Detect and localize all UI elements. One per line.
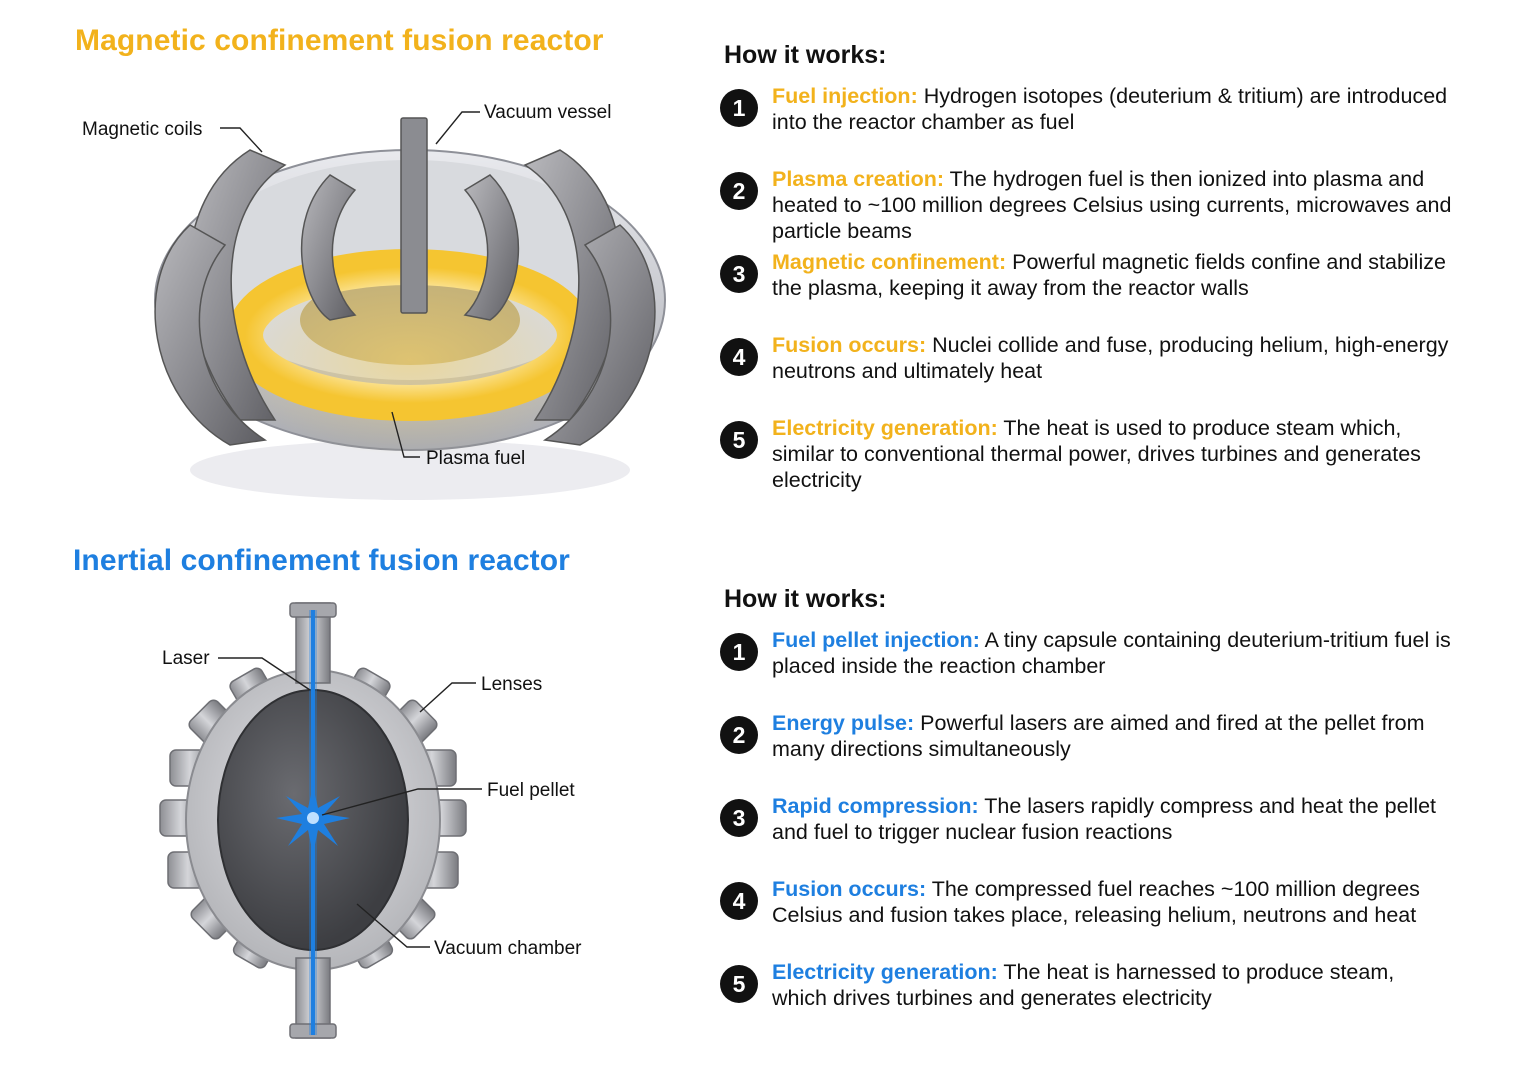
magnetic-coil-left-front bbox=[154, 224, 268, 446]
leader-plasma-fuel bbox=[391, 411, 420, 458]
magnetic-coil-right-back bbox=[523, 149, 623, 421]
inertial-confinement-title: Inertial confinement fusion reactor bbox=[73, 544, 570, 577]
tokamak-shadow bbox=[190, 440, 630, 500]
step-number-badge: 5 bbox=[720, 421, 758, 459]
step-number-badge: 2 bbox=[720, 716, 758, 754]
magnetic-coil-left-back bbox=[187, 149, 287, 421]
step-body: Nuclei collide and fuse, producing heliu… bbox=[772, 333, 1449, 383]
leader-lenses bbox=[419, 682, 476, 713]
step-item: 5 Electricity generation: The heat is ha… bbox=[720, 959, 1460, 1039]
step-item: 2 Energy pulse: Powerful lasers are aime… bbox=[720, 710, 1460, 790]
leader-vacuum-vessel bbox=[435, 111, 480, 145]
step-number-badge: 4 bbox=[720, 882, 758, 920]
leader-vacuum-chamber bbox=[356, 903, 430, 948]
step-label: Electricity generation: bbox=[772, 960, 998, 984]
step-label: Fuel pellet injection: bbox=[772, 628, 980, 652]
label-magnetic-coils: Magnetic coils bbox=[82, 119, 202, 140]
magnetic-coil-inner-left bbox=[300, 174, 357, 321]
label-plasma-fuel: Plasma fuel bbox=[426, 448, 525, 469]
step-description: Fusion occurs: The compressed fuel reach… bbox=[772, 876, 1452, 928]
magnetic-confinement-title: Magnetic confinement fusion reactor bbox=[75, 24, 604, 57]
step-label: Fusion occurs: bbox=[772, 333, 927, 357]
label-fuel-pellet: Fuel pellet bbox=[487, 780, 575, 801]
inertial-chamber-illustration bbox=[159, 602, 467, 1039]
step-label: Fusion occurs: bbox=[772, 877, 927, 901]
step-description: Plasma creation: The hydrogen fuel is th… bbox=[772, 166, 1452, 244]
step-description: Energy pulse: Powerful lasers are aimed … bbox=[772, 710, 1452, 762]
step-number-badge: 1 bbox=[720, 633, 758, 671]
step-label: Energy pulse: bbox=[772, 711, 915, 735]
step-item: 1 Fuel injection: Hydrogen isotopes (deu… bbox=[720, 83, 1460, 163]
magnetic-coil-inner-right bbox=[463, 174, 520, 321]
magnetic-coil-right-front bbox=[542, 224, 656, 446]
leader-laser bbox=[218, 657, 311, 691]
label-vacuum-vessel: Vacuum vessel bbox=[484, 102, 611, 123]
step-body: Powerful lasers are aimed and fired at t… bbox=[772, 711, 1425, 761]
step-number-badge: 1 bbox=[720, 89, 758, 127]
step-body: The heat is harnessed to produce steam, … bbox=[772, 960, 1395, 1010]
reactor-diagrams: Magnetic coils Vacuum vessel Plasma fuel bbox=[82, 102, 666, 1039]
step-item: 1 Fuel pellet injection: A tiny capsule … bbox=[720, 627, 1460, 707]
leader-fuel-pellet bbox=[321, 788, 482, 816]
label-vacuum-chamber: Vacuum chamber bbox=[434, 938, 582, 959]
step-body: The lasers rapidly compress and heat the… bbox=[772, 794, 1437, 844]
step-number-badge: 3 bbox=[720, 799, 758, 837]
step-body: The compressed fuel reaches ~100 million… bbox=[772, 877, 1420, 927]
how-it-works-heading-mcf: How it works: bbox=[724, 41, 887, 69]
step-description: Rapid compression: The lasers rapidly co… bbox=[772, 793, 1452, 845]
step-item: 3 Magnetic confinement: Powerful magneti… bbox=[720, 249, 1460, 329]
step-item: 3 Rapid compression: The lasers rapidly … bbox=[720, 793, 1460, 873]
step-body: Hydrogen isotopes (deuterium & tritium) … bbox=[772, 84, 1448, 134]
label-laser: Laser bbox=[162, 648, 210, 669]
step-body: Powerful magnetic fields confine and sta… bbox=[772, 250, 1446, 300]
magnetic-coil-center bbox=[400, 117, 428, 314]
step-item: 4 Fusion occurs: Nuclei collide and fuse… bbox=[720, 332, 1460, 412]
step-number-badge: 2 bbox=[720, 172, 758, 210]
step-label: Plasma creation: bbox=[772, 167, 945, 191]
step-label: Electricity generation: bbox=[772, 416, 998, 440]
step-description: Electricity generation: The heat is used… bbox=[772, 415, 1452, 493]
step-number-badge: 4 bbox=[720, 338, 758, 376]
step-body: The heat is used to produce steam which,… bbox=[772, 416, 1421, 492]
step-label: Fuel injection: bbox=[772, 84, 918, 108]
step-description: Magnetic confinement: Powerful magnetic … bbox=[772, 249, 1452, 301]
tokamak-illustration bbox=[154, 117, 666, 500]
step-item: 4 Fusion occurs: The compressed fuel rea… bbox=[720, 876, 1460, 956]
step-description: Electricity generation: The heat is harn… bbox=[772, 959, 1452, 1011]
step-label: Magnetic confinement: bbox=[772, 250, 1007, 274]
step-description: Fusion occurs: Nuclei collide and fuse, … bbox=[772, 332, 1452, 384]
step-description: Fuel pellet injection: A tiny capsule co… bbox=[772, 627, 1452, 679]
step-body: The hydrogen fuel is then ionized into p… bbox=[772, 167, 1452, 243]
step-description: Fuel injection: Hydrogen isotopes (deute… bbox=[772, 83, 1452, 135]
step-number-badge: 5 bbox=[720, 965, 758, 1003]
step-body: A tiny capsule containing deuterium-trit… bbox=[772, 628, 1451, 678]
leader-magnetic-coils bbox=[220, 127, 263, 153]
step-number-badge: 3 bbox=[720, 255, 758, 293]
step-item: 5 Electricity generation: The heat is us… bbox=[720, 415, 1460, 495]
step-item: 2 Plasma creation: The hydrogen fuel is … bbox=[720, 166, 1460, 246]
step-label: Rapid compression: bbox=[772, 794, 979, 818]
how-it-works-heading-icf: How it works: bbox=[724, 585, 887, 613]
label-lenses: Lenses bbox=[481, 674, 542, 695]
fuel-pellet bbox=[307, 812, 319, 824]
